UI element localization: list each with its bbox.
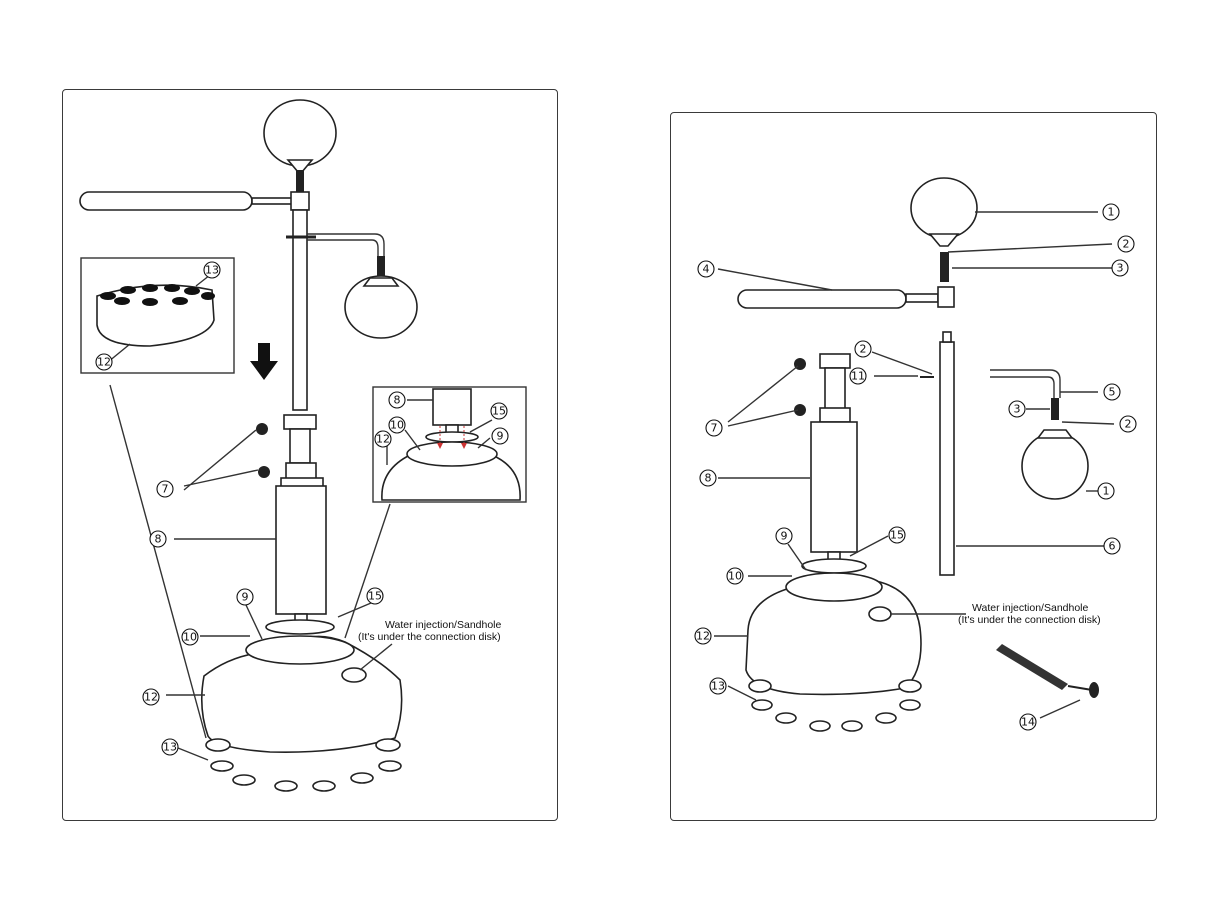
- left-water-note: Water injection/Sandhole: [385, 619, 502, 631]
- callout-number: 13: [711, 680, 725, 693]
- callout-6: 6: [1104, 538, 1120, 554]
- callout-number: 5: [1109, 386, 1116, 399]
- callout-9: 9: [492, 428, 508, 444]
- callout-number: 15: [890, 529, 904, 542]
- callout-4: 4: [698, 261, 714, 277]
- left-diagram: Water injection/Sandhole (It's under the…: [80, 100, 526, 791]
- top-spring: [296, 170, 304, 192]
- right-top-ball: [911, 178, 977, 238]
- callout-12: 12: [143, 689, 159, 705]
- tube-8: [276, 486, 326, 614]
- callout-number: 8: [705, 472, 712, 485]
- callout-number: 9: [781, 530, 788, 543]
- callout-10: 10: [182, 629, 198, 645]
- callout-number: 3: [1014, 403, 1021, 416]
- callout-number: 11: [851, 370, 865, 383]
- callout-12: 12: [375, 431, 391, 447]
- right-horizontal-arm: [738, 290, 906, 308]
- callout-number: 13: [205, 264, 219, 277]
- callout-13: 13: [710, 678, 726, 694]
- right-diagram: Water injection/Sandhole (It's under the…: [695, 178, 1136, 731]
- callout-number: 8: [394, 394, 401, 407]
- callout-1: 1: [1103, 204, 1119, 220]
- right-water-note: Water injection/Sandhole: [972, 602, 1089, 614]
- right-side-ball: [1022, 433, 1088, 499]
- callout-10: 10: [389, 417, 405, 433]
- connection-disk: [266, 620, 334, 634]
- callout-number: 10: [183, 631, 197, 644]
- callout-12: 12: [695, 628, 711, 644]
- arm-connector: [252, 198, 292, 204]
- callout-number: 9: [497, 430, 504, 443]
- callout-number: 4: [703, 263, 710, 276]
- callout-7: 7: [157, 481, 173, 497]
- callout-number: 9: [242, 591, 249, 604]
- callout-11: 11: [850, 368, 866, 384]
- callout-3: 3: [1009, 401, 1025, 417]
- callout-number: 10: [728, 570, 742, 583]
- left-water-note-sub: (It's under the connection disk): [358, 631, 501, 643]
- callout-number: 1: [1108, 206, 1115, 219]
- callout-number: 15: [368, 590, 382, 603]
- right-tube-8: [811, 422, 857, 552]
- callout-9: 9: [776, 528, 792, 544]
- callout-1: 1: [1098, 483, 1114, 499]
- callout-number: 3: [1117, 262, 1124, 275]
- callout-number: 2: [1123, 238, 1130, 251]
- callout-2: 2: [1120, 416, 1136, 432]
- main-pole: [293, 210, 307, 410]
- callout-8: 8: [700, 470, 716, 486]
- callout-number: 2: [860, 343, 867, 356]
- callout-3: 3: [1112, 260, 1128, 276]
- callout-15: 15: [491, 403, 507, 419]
- callout-12: 12: [96, 354, 112, 370]
- callout-5: 5: [1104, 384, 1120, 400]
- right-water-note-sub: (It's under the connection disk): [958, 614, 1101, 626]
- callout-number: 10: [390, 419, 404, 432]
- top-ball: [264, 100, 336, 166]
- callout-number: 12: [376, 433, 390, 446]
- callout-13: 13: [162, 739, 178, 755]
- callout-number: 15: [492, 405, 506, 418]
- callout-number: 13: [163, 741, 177, 754]
- callout-14: 14: [1020, 714, 1036, 730]
- callout-number: 6: [1109, 540, 1116, 553]
- callout-number: 12: [144, 691, 158, 704]
- callout-number: 7: [711, 422, 718, 435]
- callout-number: 8: [155, 533, 162, 546]
- callout-15: 15: [889, 527, 905, 543]
- callout-2: 2: [1118, 236, 1134, 252]
- callout-15: 15: [367, 588, 383, 604]
- callout-2: 2: [855, 341, 871, 357]
- callout-number: 12: [696, 630, 710, 643]
- right-pole: [940, 342, 954, 575]
- pump-14: [996, 644, 1099, 698]
- callout-number: 7: [162, 483, 169, 496]
- callout-number: 12: [97, 356, 111, 369]
- callout-number: 1: [1103, 485, 1110, 498]
- horizontal-arm: [80, 192, 252, 210]
- callout-number: 14: [1021, 716, 1035, 729]
- arm-joint: [291, 192, 309, 210]
- callout-9: 9: [237, 589, 253, 605]
- callout-7: 7: [706, 420, 722, 436]
- down-arrow-icon: [250, 361, 278, 380]
- callout-13: 13: [204, 262, 220, 278]
- callout-8: 8: [389, 392, 405, 408]
- callout-number: 2: [1125, 418, 1132, 431]
- callout-8: 8: [150, 531, 166, 547]
- callout-10: 10: [727, 568, 743, 584]
